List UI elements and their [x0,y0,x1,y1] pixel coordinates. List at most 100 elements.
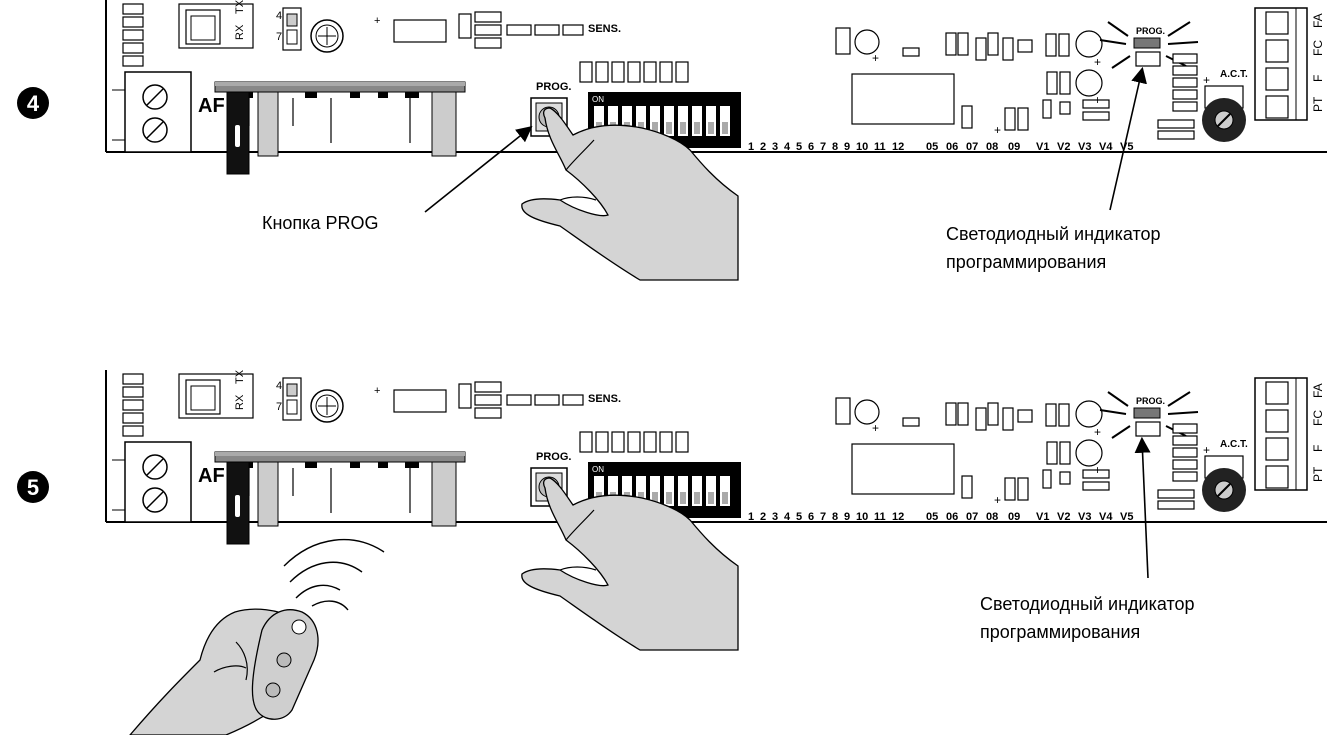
led-callout-line2: программирования [946,252,1106,272]
plus-mark: + [994,493,1001,507]
led-callout-arrow [1134,436,1151,579]
connector-label-fa: FA [1311,383,1325,398]
connector-label-fc: FC [1311,40,1325,56]
terminal-number: 1 [748,141,754,153]
terminal-number: V4 [1099,141,1113,153]
prog-button-callout: Кнопка PROG [262,213,378,233]
step-5-number-badge: 5 [17,471,49,503]
terminal-number-row: 1 2 3 4 5 6 7 8 9 10 11 12 05 06 07 08 0… [748,141,1133,153]
terminal-number: 11 [874,141,886,153]
terminal-number: 07 [966,141,978,153]
jumper-label-7: 7 [276,31,282,43]
plus-mark: + [872,51,879,65]
jumper-label-7: 7 [276,401,282,413]
dip-number: 7 [680,507,685,517]
terminal-number: V5 [1120,141,1133,153]
terminal-number: 8 [832,511,838,523]
terminal-number: 9 [844,511,850,523]
terminal-number: 6 [808,141,814,153]
rx-label: RX [234,24,246,40]
plus-mark: + [1203,443,1210,457]
led-callout-arrow [1109,66,1147,211]
terminal-number: V1 [1036,511,1049,523]
connector-label-pt: PT [1311,466,1325,482]
terminal-number: V3 [1078,141,1091,153]
terminal-number: 12 [892,511,904,523]
act-label: A.C.T. [1220,439,1248,450]
terminal-number: 3 [772,141,778,153]
terminal-number: V1 [1036,141,1049,153]
dip-on-label: ON [592,95,604,104]
sens-label: SENS. [588,393,621,405]
led-callout-line1: Светодиодный индикатор [946,224,1161,244]
led-prog-label: PROG. [1136,26,1165,36]
terminal-number: 10 [856,141,868,153]
remote-transmitter-icon [129,539,385,735]
terminal-number: 1 [748,511,754,523]
terminal-number: 4 [784,141,791,153]
connector-label-fc: FC [1311,410,1325,426]
step-4: 4 RX TX 4 7 + SENS. AF PROG. ON PROG. A.… [17,0,1327,281]
step-number: 5 [27,475,39,500]
terminal-number: V3 [1078,511,1091,523]
terminal-number: 5 [796,141,802,153]
plus-mark: + [374,15,380,27]
step-5: 5 RX TX 4 7 + SENS. AF PROG. ON PROG. A.… [17,369,1327,735]
dip-number: 9 [708,507,713,517]
terminal-number: 05 [926,141,938,153]
terminal-number: 2 [760,511,766,523]
tx-label: TX [234,0,246,14]
rx-label: RX [234,394,246,410]
terminal-number: V2 [1057,141,1070,153]
plus-mark: + [1094,425,1101,439]
terminal-number: 09 [1008,141,1020,153]
dip-number: 8 [694,137,699,147]
led-prog-label: PROG. [1136,396,1165,406]
terminal-number: 07 [966,511,978,523]
prog-button-label: PROG. [536,451,571,463]
dip-number: 10 [720,507,730,517]
dip-number: 9 [708,137,713,147]
jumper-label-4: 4 [276,10,282,22]
plus-mark: + [374,385,380,397]
af-label: AF [198,465,225,487]
led-callout-line1: Светодиодный индикатор [980,594,1195,614]
act-label: A.C.T. [1220,69,1248,80]
prog-button-label: PROG. [536,81,571,93]
terminal-number: V5 [1120,511,1133,523]
terminal-number: 11 [874,511,886,523]
terminal-number-row: 1 2 3 4 5 6 7 8 9 10 11 12 05 06 07 08 0… [748,511,1133,523]
terminal-number: 4 [784,511,791,523]
step-4-number-badge: 4 [17,87,49,119]
terminal-number: 8 [832,141,838,153]
terminal-number: 08 [986,141,998,153]
plus-mark: + [1094,463,1101,477]
dip-number: 7 [680,137,685,147]
jumper-label-4: 4 [276,380,282,392]
plus-mark: + [1203,73,1210,87]
connector-label-f: F [1311,445,1325,452]
terminal-number: 09 [1008,511,1020,523]
plus-mark: + [1094,93,1101,107]
terminal-number: V4 [1099,511,1113,523]
terminal-number: 5 [796,511,802,523]
dip-on-label: ON [592,465,604,474]
plus-mark: + [1094,55,1101,69]
terminal-number: 05 [926,511,938,523]
connector-label-f: F [1311,75,1325,82]
step-number: 4 [27,91,40,116]
dip-number: 10 [720,137,730,147]
terminal-number: 12 [892,141,904,153]
plus-mark: + [872,421,879,435]
terminal-number: 9 [844,141,850,153]
connector-label-fa: FA [1311,13,1325,28]
led-callout-line2: программирования [980,622,1140,642]
af-label: AF [198,95,225,117]
tx-label: TX [234,369,246,384]
plus-mark: + [994,123,1001,137]
terminal-number: 06 [946,511,958,523]
terminal-number: 2 [760,141,766,153]
terminal-number: 3 [772,511,778,523]
prog-button-callout-arrow [424,126,533,213]
